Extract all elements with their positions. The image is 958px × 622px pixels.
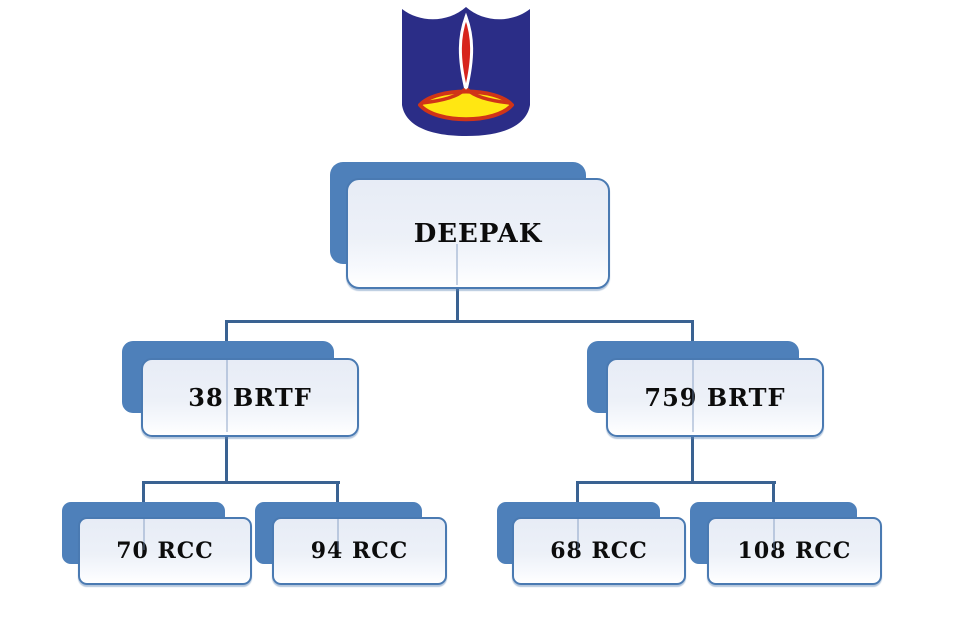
connector-108rcc-drop [772,481,775,502]
connector-root-stem [456,284,459,323]
connector-showthrough [577,519,579,550]
connector-70rcc-drop [142,481,145,502]
org-node-label: 759 BRTF [644,383,786,412]
org-node-label: 70 RCC [116,538,214,564]
connector-showthrough [337,519,339,550]
org-node-label: 108 RCC [737,538,852,564]
connector-l2-right-bus [576,481,776,484]
connector-l1-drop-right [691,320,694,341]
connector-showthrough [143,519,145,550]
org-node-label: 38 BRTF [188,383,312,412]
diya-lamp-logo-icon [402,7,530,136]
connector-l2-left-bus [142,481,340,484]
connector-showthrough [773,519,775,550]
org-node-label: DEEPAK [413,218,543,249]
connector-94rcc-drop [336,481,339,502]
connector-showthrough [226,360,228,432]
org-node-label: 94 RCC [310,538,409,564]
connector-l1-drop-left [225,320,228,341]
org-node-label: 68 RCC [550,538,648,564]
connector-38brtf-stem [225,432,228,483]
connector-showthrough [692,360,694,432]
connector-68rcc-drop [576,481,579,502]
connector-l1-bus [225,320,694,323]
connector-759brtf-stem [691,432,694,483]
connector-showthrough [456,244,458,285]
